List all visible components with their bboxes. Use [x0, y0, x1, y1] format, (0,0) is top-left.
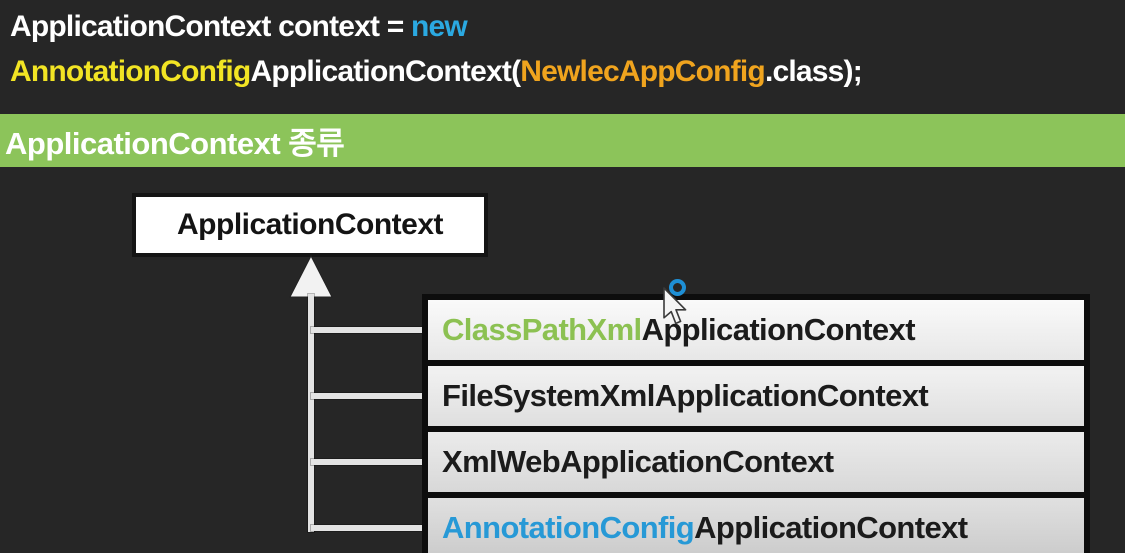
code-line-2: AnnotationConfigApplicationContext(Newle… — [10, 49, 863, 94]
code-line-1: ApplicationContext context = new — [10, 4, 862, 49]
cursor-highlight-ring — [669, 279, 686, 296]
text-segment: ApplicationContext — [694, 510, 968, 545]
text-segment: ApplicationContext context = — [10, 10, 412, 43]
text-segment: .class); — [764, 55, 863, 88]
inheritance-arrow-icon — [289, 255, 333, 298]
connector-vertical-line — [308, 294, 314, 532]
text-segment: new — [411, 10, 468, 43]
connector-branch-line — [311, 525, 425, 531]
text-segment: AnnotationConfig — [442, 510, 695, 545]
section-title: ApplicationContext 종류 — [5, 126, 345, 161]
text-segment: ApplicationContext( — [250, 55, 521, 88]
mouse-cursor-icon — [663, 287, 687, 325]
text-segment: ClassPathXml — [442, 312, 642, 347]
text-segment: AnnotationConfig — [10, 55, 251, 88]
text-segment: ApplicationContext — [641, 312, 916, 347]
connector-branch-line — [311, 459, 425, 465]
class-box-xmlwebapplicationcontext: XmlWebApplicationContext — [428, 432, 1084, 492]
text-segment: NewlecAppConfig — [520, 55, 765, 88]
connector-branch-line — [311, 327, 425, 333]
code-snippet: ApplicationContext context = new Annotat… — [10, 4, 863, 94]
class-box-applicationcontext-label: ApplicationContext — [177, 208, 444, 241]
class-box-filesystemxmlapplicationcontext: FileSystemXmlApplicationContext — [428, 366, 1084, 426]
text-segment: FileSystemXmlApplicationContext — [442, 378, 929, 413]
class-box-applicationcontext: ApplicationContext — [132, 193, 488, 257]
text-segment: XmlWebApplicationContext — [442, 444, 834, 479]
connector-branch-line — [311, 393, 425, 399]
section-banner: ApplicationContext 종류 — [0, 114, 1125, 167]
